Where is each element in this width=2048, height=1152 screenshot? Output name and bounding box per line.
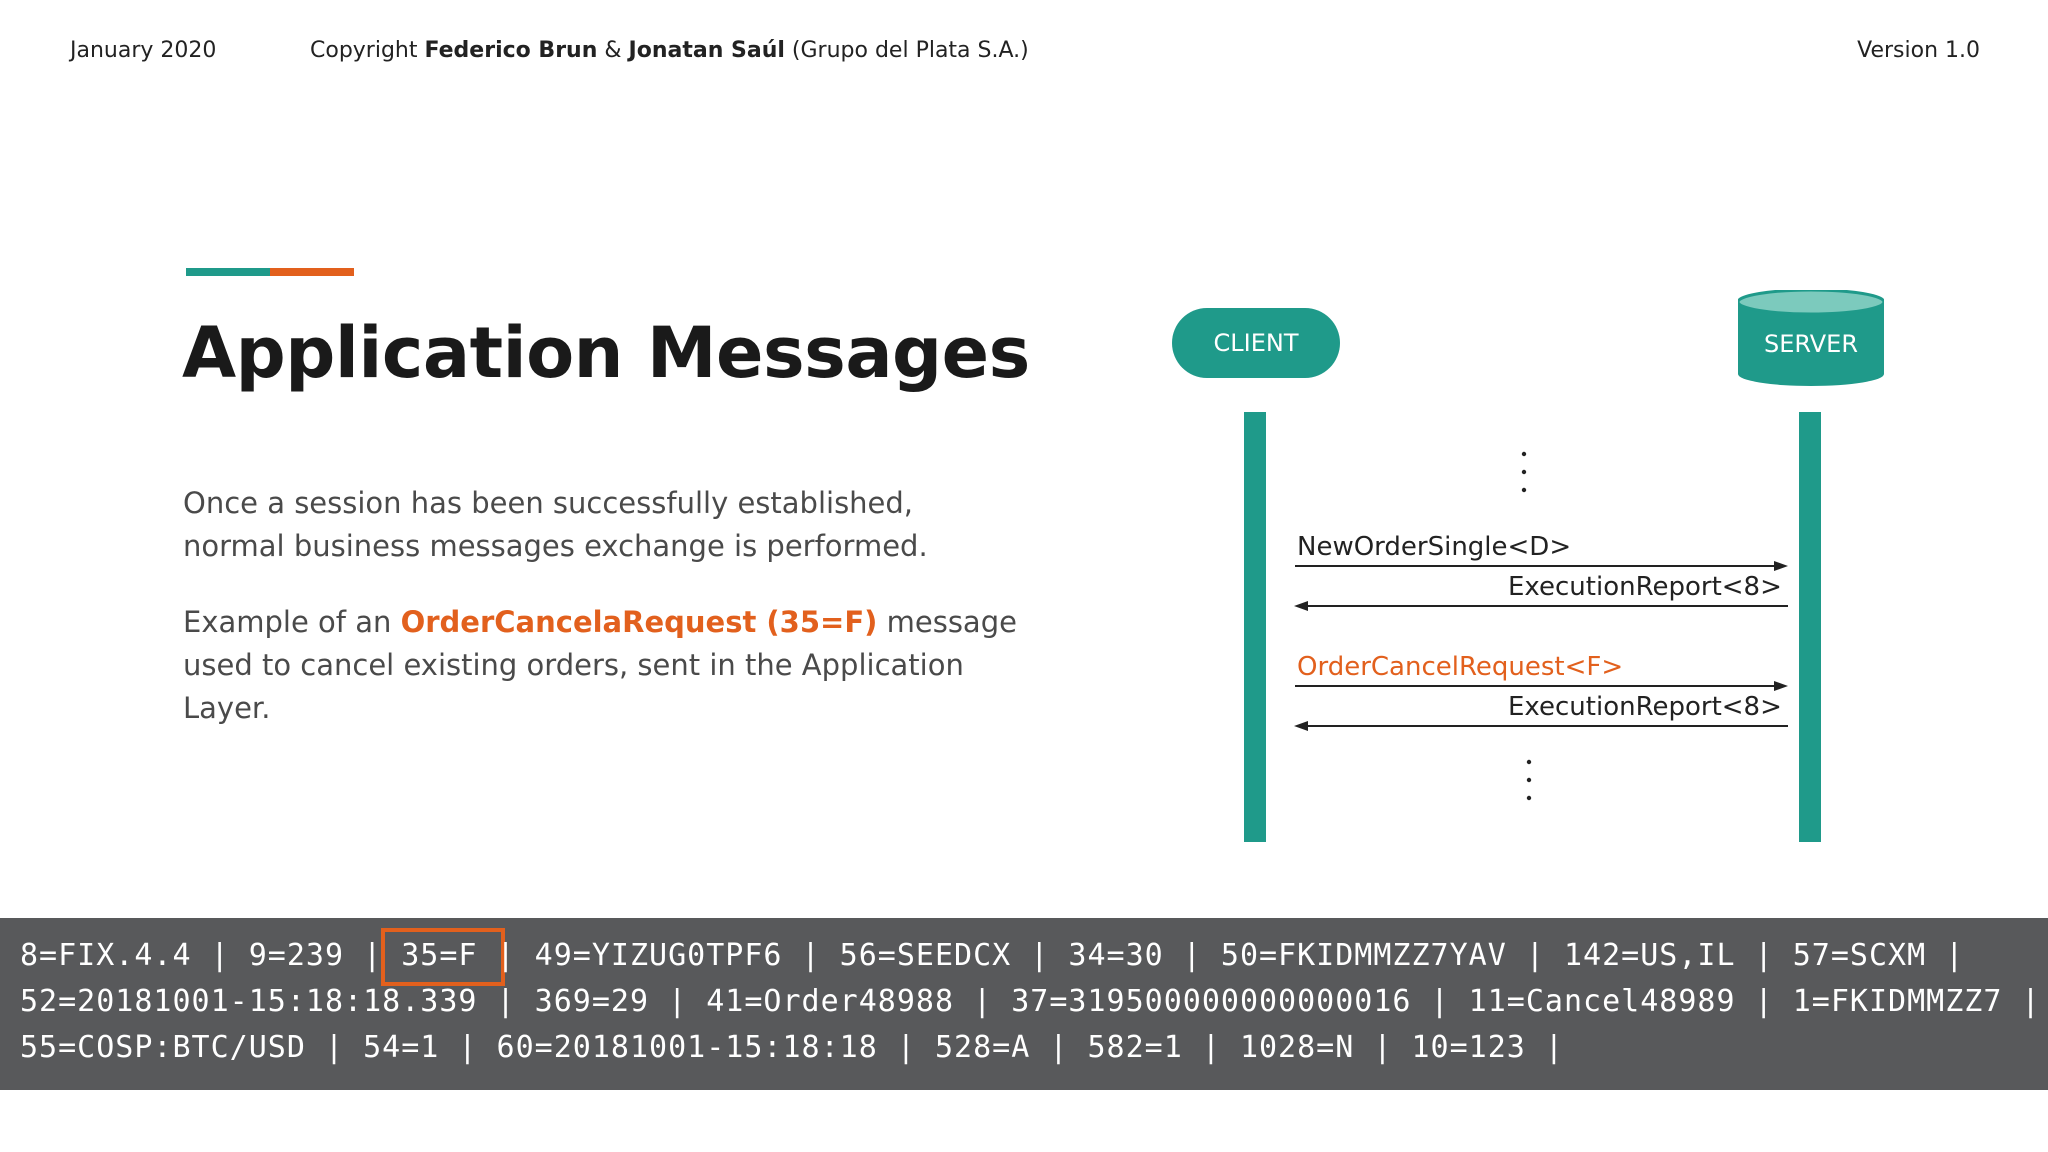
database-icon (1736, 288, 1886, 386)
fix-line-2: 52=20181001-15:18:18.339 | 369=29 | 41=O… (20, 984, 2041, 1019)
msgtype-highlight-box (381, 928, 505, 986)
msg-execution-report-2: ExecutionReport<8> (1508, 692, 1782, 722)
ellipsis-top (1519, 450, 1529, 500)
client-label: CLIENT (1213, 329, 1299, 357)
author-1: Federico Brun (424, 38, 598, 63)
accent-teal-segment (186, 268, 270, 276)
server-label: SERVER (1763, 330, 1859, 358)
client-node: CLIENT (1172, 308, 1340, 378)
copyright-prefix: Copyright (310, 38, 418, 63)
sequence-diagram: CLIENT SERVER (1160, 288, 1920, 850)
example-prefix: Example of an (183, 605, 392, 639)
msg-new-order-single: NewOrderSingle<D> (1297, 532, 1572, 562)
example-highlight: OrderCancelaRequest (35=F) (400, 605, 878, 639)
msg-execution-report-1: ExecutionReport<8> (1508, 572, 1782, 602)
fix-message-band: 8=FIX.4.4 | 9=239 | 35=F | 49=YIZUG0TPF6… (0, 918, 2048, 1090)
fix-line-3: 55=COSP:BTC/USD | 54=1 | 60=20181001-15:… (20, 1030, 1564, 1065)
ampersand: & (604, 38, 622, 63)
intro-paragraph: Once a session has been successfully est… (183, 486, 928, 563)
company-name: (Grupo del Plata S.A.) (791, 38, 1029, 63)
header-version: Version 1.0 (1857, 38, 1980, 63)
header-date: January 2020 (70, 38, 217, 63)
accent-orange-segment (270, 268, 354, 276)
title-accent-bar (186, 268, 354, 276)
author-2: Jonatan Saúl (628, 38, 785, 63)
server-lifeline (1799, 412, 1821, 842)
ellipsis-bottom (1524, 758, 1534, 808)
example-suffix: message used to cancel existing orders, … (183, 605, 1017, 725)
server-node: SERVER (1736, 288, 1886, 390)
msg-order-cancel-request: OrderCancelRequest<F> (1297, 652, 1624, 682)
fix-line-1: 8=FIX.4.4 | 9=239 | 35=F | 49=YIZUG0TPF6… (20, 938, 1965, 973)
header-copyright: Copyright Federico Brun & Jonatan Saúl (… (310, 38, 1029, 63)
page-title: Application Messages (182, 312, 1030, 394)
message-arrows (1294, 561, 1788, 731)
client-lifeline (1244, 412, 1266, 842)
example-paragraph: Example of an OrderCancelaRequest (35=F)… (183, 601, 1023, 730)
